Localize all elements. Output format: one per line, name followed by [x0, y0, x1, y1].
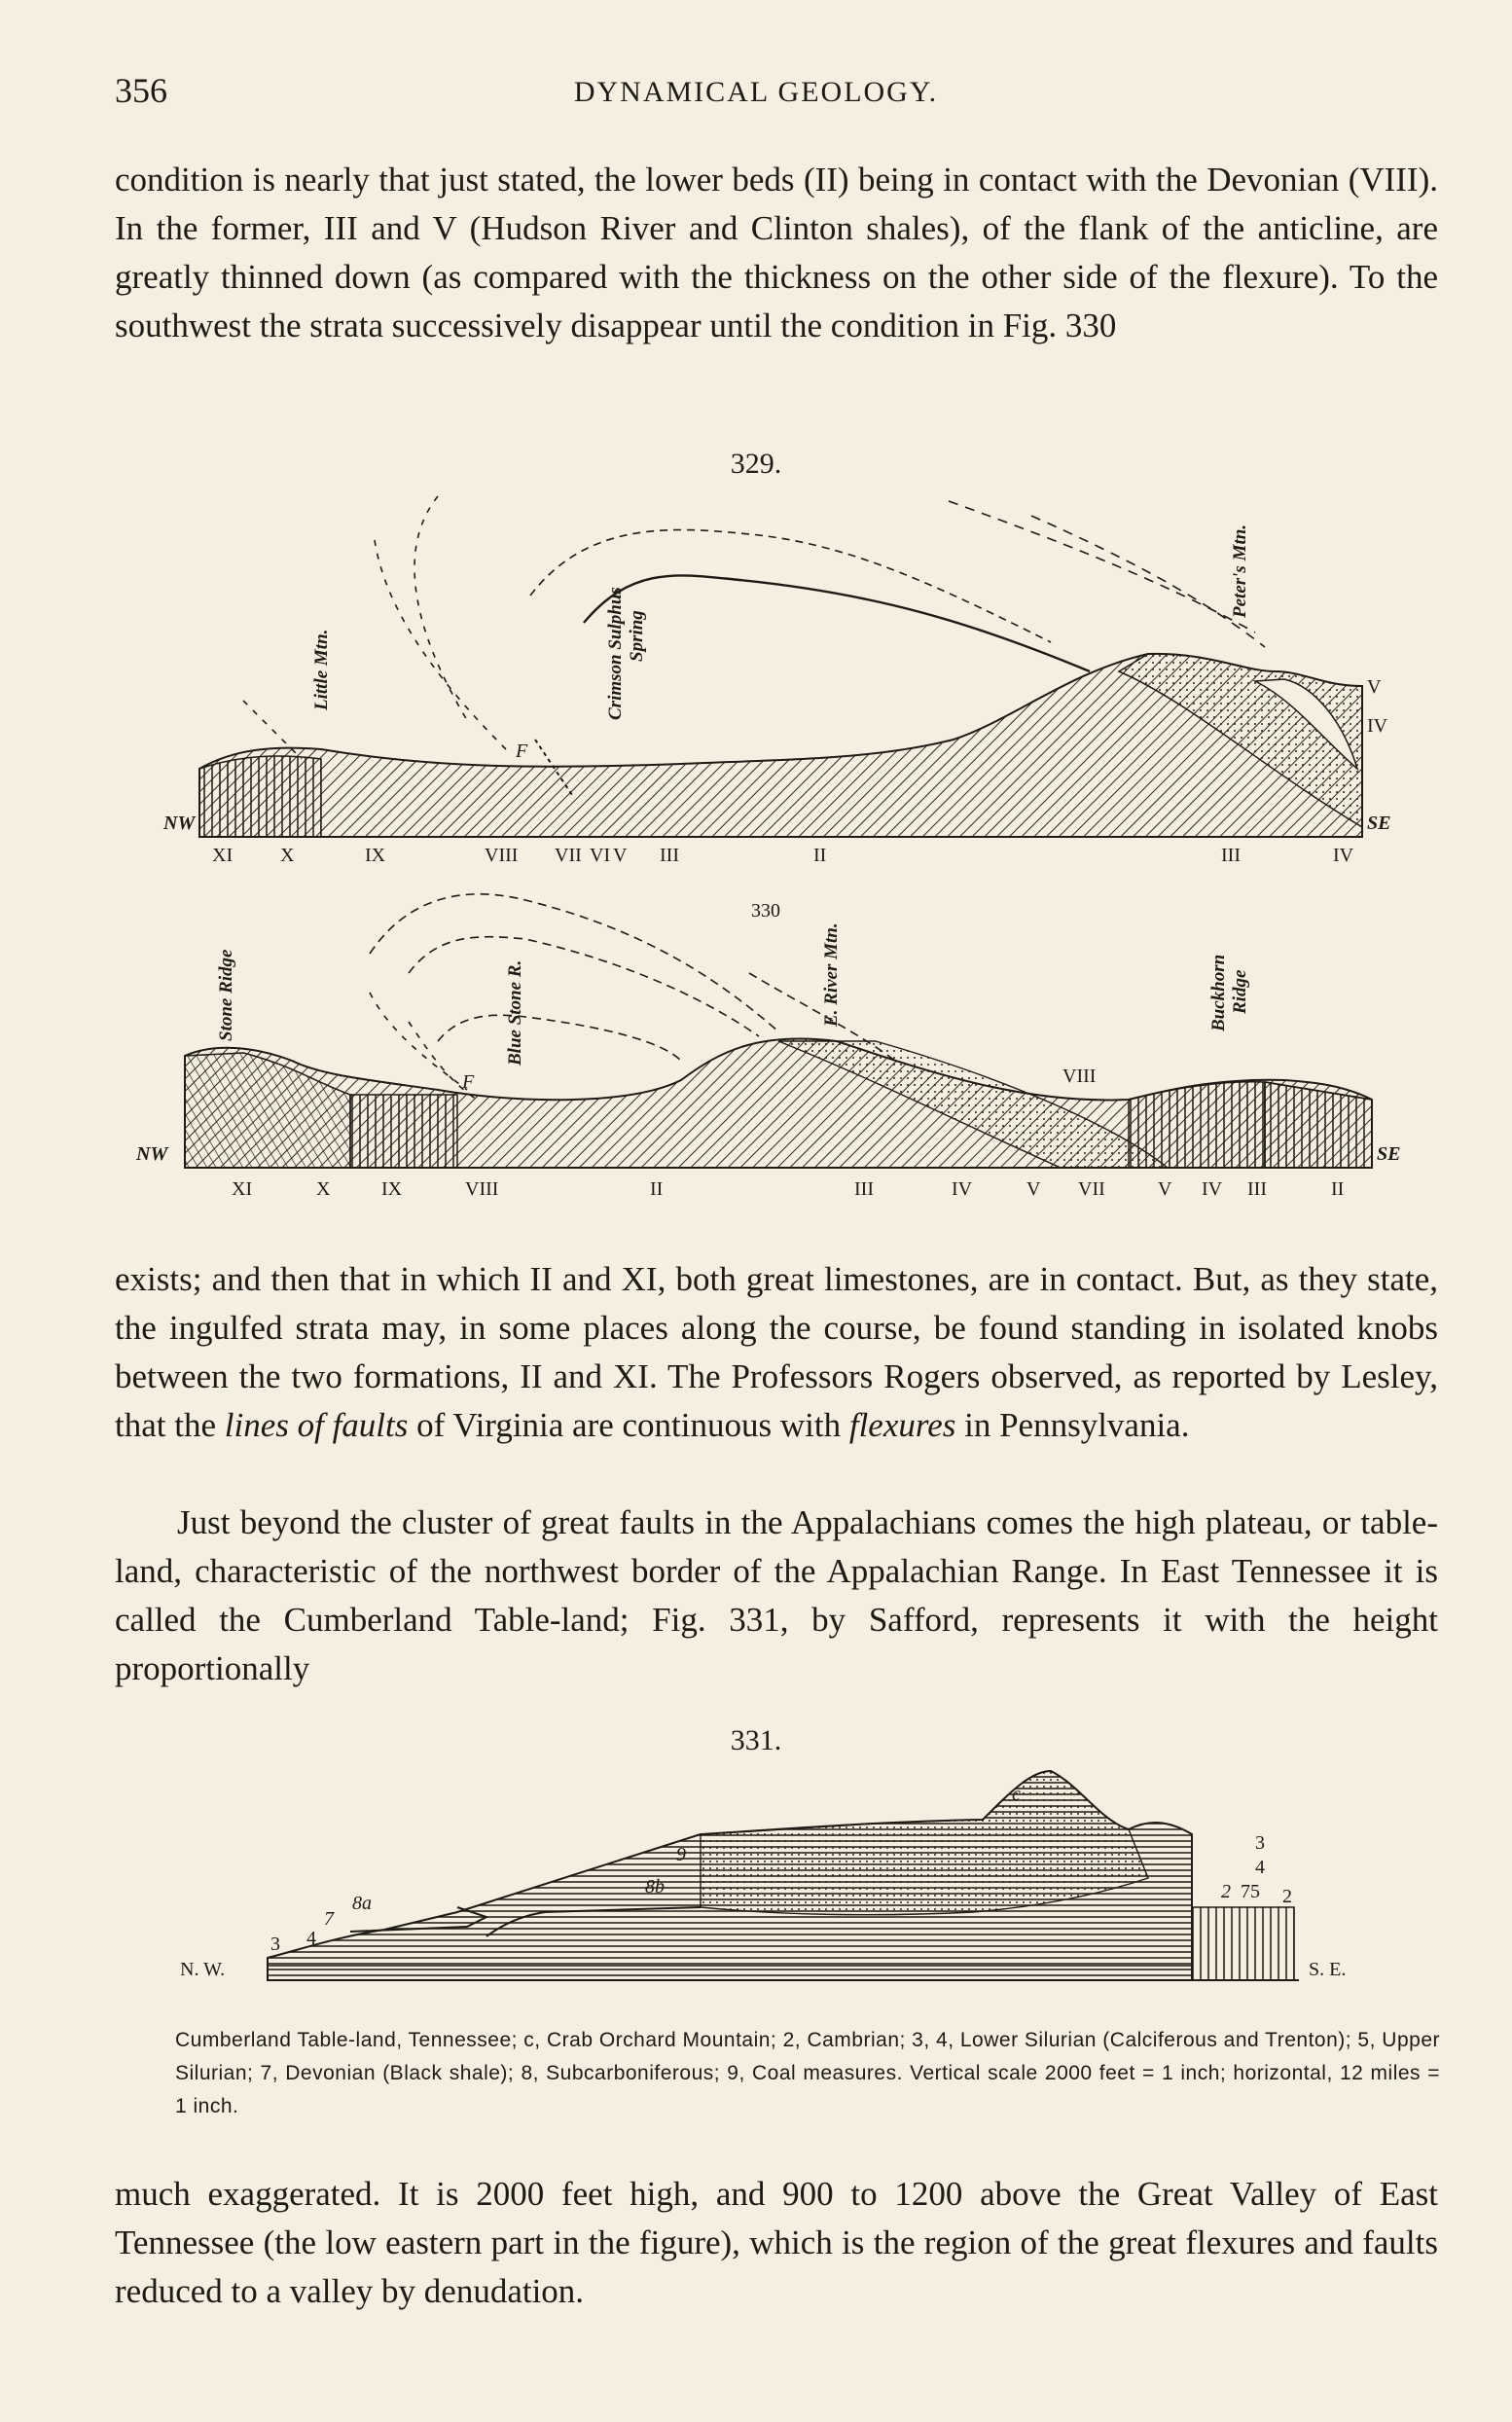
paragraph-3: Just beyond the cluster of great faults …	[115, 1503, 1438, 1687]
fig330-stratum-label: II	[650, 1178, 663, 1200]
figure-329-number: 329.	[730, 448, 782, 480]
fig329-stratum-label: III	[660, 845, 679, 866]
paragraph-1: condition is nearly that just stated, th…	[115, 161, 1438, 344]
paragraph-2-text: in Pennsylvania.	[955, 1406, 1190, 1444]
fig330-stratum-label: X	[316, 1178, 331, 1200]
fig331-se-label: S. E.	[1309, 1959, 1346, 1980]
fig329-bottom-labels: XI X IX VIII VII VI V III II III IV	[212, 845, 1354, 866]
fig330-buckhorn-label: Buckhorn	[1208, 955, 1229, 1032]
fig330-stratum-label: IV	[1202, 1178, 1223, 1200]
fig329-stratum-label: X	[280, 845, 295, 866]
paragraph-2-text: exists; and then that in which II and XI…	[115, 1260, 1438, 1444]
fig330-stratum-label: II	[1331, 1178, 1344, 1200]
fig330-ridge-label: Ridge	[1230, 969, 1250, 1015]
fig330-fault-label: F	[461, 1071, 475, 1093]
fig330-stratum-label: IV	[952, 1178, 973, 1200]
fig330-e-river-mtn: E. River Mtn.	[821, 922, 842, 1028]
paragraph-2-emphasis: lines of faults	[224, 1406, 409, 1444]
fig330-se-label: SE	[1377, 1143, 1400, 1165]
fig331-8b-label: 8b	[645, 1876, 665, 1898]
fig331-section	[267, 1769, 1299, 1981]
fig329-section	[198, 495, 1363, 838]
fig330-stratum-label: III	[854, 1178, 874, 1200]
fig330-stratum-label: IX	[381, 1178, 403, 1200]
fig330-stratum-label: XI	[232, 1178, 252, 1200]
fig329-crimson-label: Crimson Sulphus	[605, 587, 626, 720]
figure-330-number: 330	[751, 900, 780, 922]
fig330-stratum-label: VII	[1078, 1178, 1105, 1200]
fig331-9-label: 9	[676, 1844, 686, 1865]
fig331-8a-label: 8a	[352, 1893, 372, 1914]
fig329-nw-label: NW	[162, 813, 196, 834]
figure-331-number: 331.	[730, 1724, 782, 1756]
fig330-nw-label: NW	[135, 1143, 168, 1165]
fig329-stratum-label: III	[1221, 845, 1241, 866]
fig329-peters-mtn: Peter's Mtn.	[1230, 524, 1250, 619]
fig331-7-label: 7	[324, 1908, 335, 1930]
fig329-stratum-label: VIII	[485, 845, 518, 866]
fig329-v-label: V	[1367, 676, 1382, 698]
fig331-3r-label: 3	[1255, 1832, 1265, 1854]
fig329-stratum-label: VII	[555, 845, 582, 866]
fig330-stone-ridge: Stone Ridge	[216, 949, 236, 1041]
fig331-4-label: 4	[306, 1928, 316, 1949]
fig329-stratum-label: V	[613, 845, 628, 866]
fig329-fault-label: F	[515, 741, 528, 762]
fig330-stratum-label: III	[1247, 1178, 1267, 1200]
fig329-little-mtn: Little Mtn.	[311, 630, 332, 711]
fig330-blue-stone: Blue Stone R.	[505, 960, 525, 1066]
fig330-stratum-label: V	[1158, 1178, 1172, 1200]
fig331-3-label: 3	[270, 1934, 280, 1955]
fig330-section	[184, 893, 1373, 1169]
fig329-se-label: SE	[1367, 813, 1390, 834]
paragraph-2: exists; and then that in which II and XI…	[115, 1255, 1438, 1450]
figure-331-caption: Cumberland Table-land, Tennessee; c, Cra…	[175, 2029, 1440, 2117]
fig331-nw-label: N. W.	[180, 1959, 225, 1980]
running-title: DYNAMICAL GEOLOGY.	[573, 76, 939, 108]
paragraph-2-emphasis: flexures	[848, 1406, 956, 1444]
fig331-75-label: 75	[1241, 1881, 1260, 1902]
fig330-bottom-labels: XI X IX VIII II III IV V VII V IV III II	[232, 1178, 1344, 1200]
fig329-stratum-label: VI	[590, 845, 610, 866]
fig331-4r-label: 4	[1255, 1857, 1265, 1878]
fig330-stratum-label: V	[1026, 1178, 1041, 1200]
paragraph-4: much exaggerated. It is 2000 feet high, …	[115, 2175, 1438, 2310]
page-number: 356	[115, 71, 167, 110]
fig331-c-label: c	[1012, 1784, 1021, 1805]
fig330-viii-label: VIII	[1062, 1066, 1096, 1087]
fig330-stratum-label: VIII	[465, 1178, 498, 1200]
paragraph-2-text: of Virginia are continuous with	[408, 1406, 849, 1444]
fig331-2-label: 2	[1221, 1881, 1231, 1902]
fig329-stratum-label: II	[813, 845, 826, 866]
fig329-stratum-label: XI	[212, 845, 233, 866]
fig329-spring-label: Spring	[627, 610, 647, 662]
fig329-stratum-label: IX	[365, 845, 386, 866]
fig329-iv-label: IV	[1367, 715, 1388, 737]
fig331-2r-label: 2	[1282, 1886, 1292, 1907]
fig329-stratum-label: IV	[1333, 845, 1354, 866]
